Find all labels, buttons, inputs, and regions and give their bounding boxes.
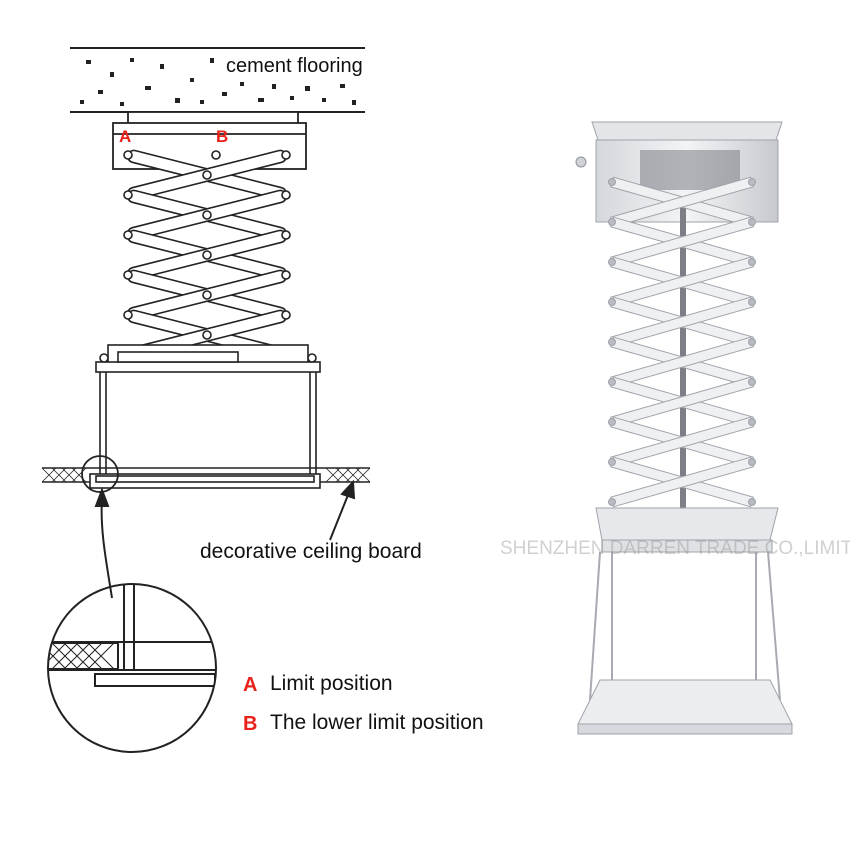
magnifier-circle-icon [47,583,217,753]
watermark: SHENZHEN DARREN TRADE CO.,LIMITED [500,538,850,559]
photo-scissor-pin [608,258,616,266]
photo-scissor-pin [748,458,756,466]
photo-scissor-pin [748,218,756,226]
scissor-pin [202,170,212,180]
scissor-pin [281,270,291,280]
scissor-arms [123,149,291,361]
scissor-pin [281,310,291,320]
scissor-pin [202,330,212,340]
photo-scissor-pin [748,298,756,306]
lift-bottom-plate [95,344,321,478]
photo-scissor-pin [748,418,756,426]
arrow-up-icon [94,487,113,599]
scissor-pin [202,210,212,220]
photo-scissor-pin [748,338,756,346]
scissor-pin [123,230,133,240]
scissor-pin [202,290,212,300]
legend-b-text: The lower limit position [270,711,484,734]
photo-scissor-pin [748,498,756,506]
photo-scissor-pin [748,378,756,386]
scissor-pin [123,190,133,200]
point-a-label: A [119,127,132,146]
ceiling-board [41,467,371,489]
photo-scissor-pin [608,178,616,186]
scissor-pin [281,230,291,240]
scissor-pin [281,190,291,200]
scissor-pin [123,310,133,320]
scissor-lift-photo-icon [575,121,793,735]
photo-scissor-pin [608,218,616,226]
scissor-pin [202,250,212,260]
cement-slab [70,47,365,113]
photo-scissor-pin [608,298,616,306]
arrow-to-board-icon [329,479,356,541]
photo-scissor-pin [608,418,616,426]
photo-scissor-pin [608,498,616,506]
decorative-ceiling-board-label: decorative ceiling board [200,540,422,563]
photo-scissor-pin [608,378,616,386]
detail-circle-small [81,455,119,493]
photo-scissor-pin [608,458,616,466]
scissor-pin [123,270,133,280]
legend-a-text: Limit position [270,672,393,695]
cement-flooring-label: cement flooring [226,55,363,77]
photo-scissor-pin [608,338,616,346]
scissor-pin [281,150,291,160]
point-b-label: B [216,127,229,146]
scissor-pin [211,150,221,160]
legend-b-letter: B [243,713,258,735]
scissor-pin [123,150,133,160]
photo-scissor-pin [748,258,756,266]
photo-scissor-pin [748,178,756,186]
legend-a-letter: A [243,674,258,696]
